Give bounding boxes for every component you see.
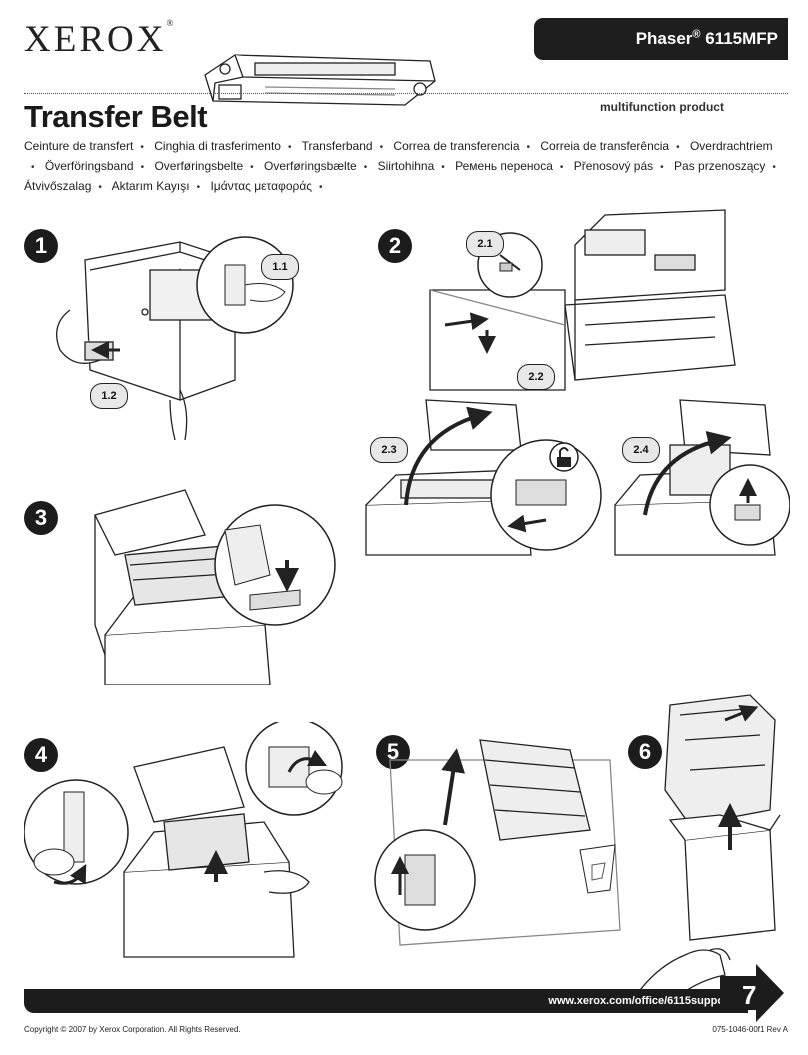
bullet-separator: • bbox=[287, 142, 292, 153]
bullet-separator: • bbox=[526, 142, 531, 153]
step-7-number: 7 bbox=[742, 980, 756, 1010]
translation-item: Siirtohihna bbox=[377, 159, 435, 173]
step-1-1-badge: 1.1 bbox=[261, 254, 299, 280]
transfer-belt-product-image bbox=[195, 47, 445, 117]
step-2-2-badge: 2.2 bbox=[517, 364, 555, 390]
translation-item: Correia de transferência bbox=[540, 139, 670, 153]
translation-item: Pas przenoszący bbox=[674, 159, 766, 173]
bullet-separator: • bbox=[379, 142, 384, 153]
translation-item: Overføringsbelte bbox=[154, 159, 244, 173]
bullet-separator: • bbox=[559, 162, 564, 173]
step-1-badge: 1 bbox=[24, 229, 58, 263]
translation-item: Átvivőszalag bbox=[24, 179, 92, 193]
product-subtitle: multifunction product bbox=[600, 100, 724, 114]
step-6-illustration bbox=[660, 690, 785, 960]
page-turn-hand-illustration bbox=[640, 935, 740, 995]
translation-item: Overføringsbælte bbox=[264, 159, 357, 173]
support-url[interactable]: www.xerox.com/office/6115support bbox=[548, 995, 732, 1007]
bullet-separator: • bbox=[319, 182, 323, 193]
bullet-separator: • bbox=[98, 182, 102, 193]
bullet-separator: • bbox=[250, 162, 254, 173]
step-3-badge: 3 bbox=[24, 501, 58, 535]
translation-item: Ιμάντας μεταφοράς bbox=[210, 179, 313, 193]
unlock-icon bbox=[549, 442, 579, 472]
translation-item: Överföringsband bbox=[44, 159, 134, 173]
footer-bar bbox=[24, 989, 748, 1013]
step-6-badge: 6 bbox=[628, 735, 662, 769]
bullet-separator: • bbox=[31, 162, 35, 173]
bullet-separator: • bbox=[196, 182, 201, 193]
bullet-separator: • bbox=[660, 162, 664, 173]
step-2-illustration bbox=[425, 195, 745, 395]
translation-item: Ремень переноса bbox=[455, 159, 553, 173]
step-2-4-badge: 2.4 bbox=[622, 437, 660, 463]
translation-item: Overdrachtriem bbox=[689, 139, 773, 153]
translation-item: Přenosový pás bbox=[573, 159, 654, 173]
step-2-1-badge: 2.1 bbox=[466, 231, 504, 257]
step-1-2-badge: 1.2 bbox=[90, 383, 128, 409]
model-tab: Phaser® 6115MFP bbox=[534, 18, 788, 60]
step-3-illustration bbox=[75, 485, 355, 685]
recycle-bin-icon bbox=[579, 844, 616, 894]
step-2-3-badge: 2.3 bbox=[370, 437, 408, 463]
header-divider bbox=[24, 93, 788, 94]
bullet-separator: • bbox=[441, 162, 445, 173]
page-title: Transfer Belt bbox=[24, 99, 208, 134]
translation-item: Aktarım Kayışı bbox=[111, 179, 190, 193]
step-2-3-illustration bbox=[356, 395, 606, 560]
step-5-illustration bbox=[370, 730, 630, 965]
translation-item: Transferband bbox=[301, 139, 373, 153]
bullet-separator: • bbox=[363, 162, 368, 173]
step-4-badge: 4 bbox=[24, 738, 58, 772]
step-4-illustration bbox=[24, 722, 354, 962]
step-5-badge: 5 bbox=[376, 735, 410, 769]
bullet-separator: • bbox=[140, 142, 144, 153]
copyright: Copyright © 2007 by Xerox Corporation. A… bbox=[24, 1025, 241, 1034]
next-page-arrow-icon[interactable]: 7 bbox=[718, 962, 786, 1024]
bullet-separator: • bbox=[676, 142, 680, 153]
xerox-logo: XEROX® bbox=[24, 18, 174, 60]
document-number: 075-1046-00f1 Rev A bbox=[712, 1025, 788, 1034]
bullet-separator: • bbox=[140, 162, 145, 173]
translation-item: Cinghia di trasferimento bbox=[154, 139, 281, 153]
step-1-illustration bbox=[30, 230, 330, 450]
translation-item: Ceinture de transfert bbox=[24, 139, 134, 153]
bullet-separator: • bbox=[772, 162, 776, 173]
translation-item: Correa de transferencia bbox=[393, 139, 520, 153]
title-translations: Ceinture de transfert • Cinghia di trasfe… bbox=[24, 137, 784, 197]
step-2-4-illustration bbox=[610, 395, 790, 560]
step-2-badge: 2 bbox=[378, 229, 412, 263]
